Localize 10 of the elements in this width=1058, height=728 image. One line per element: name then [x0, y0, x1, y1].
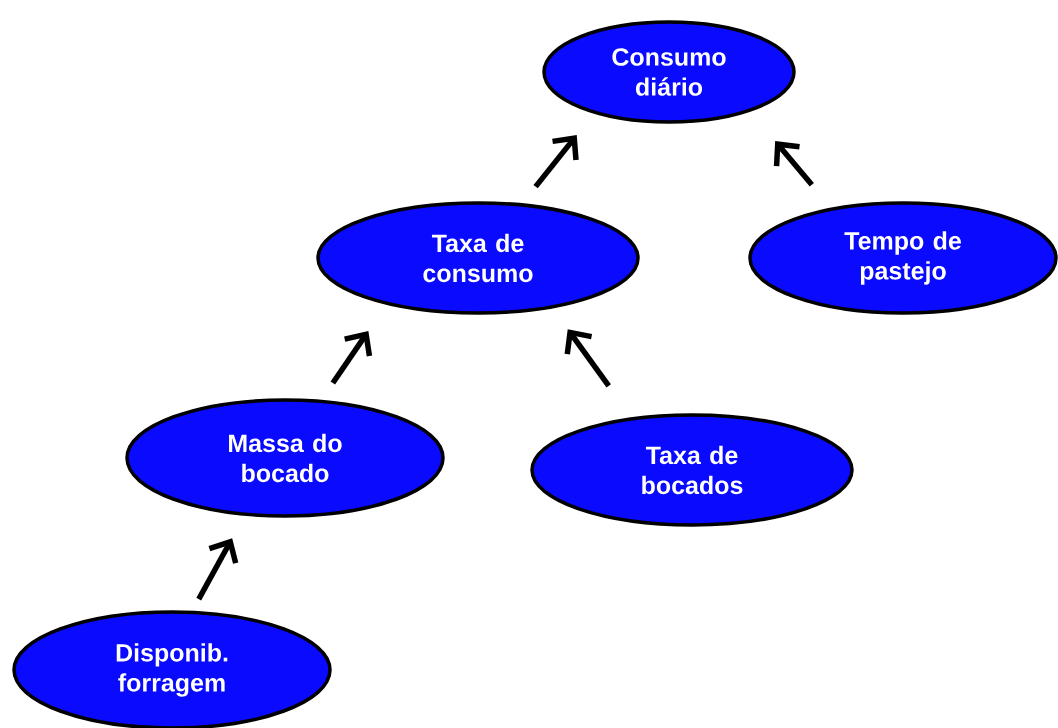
- ellipse-node: Taxa de consumo: [316, 201, 640, 315]
- arrow: [773, 141, 814, 187]
- arrow: [533, 135, 579, 189]
- ellipse-node: Tempo de pastejo: [748, 201, 1058, 315]
- ellipse-node: Disponib. forragem: [12, 610, 332, 728]
- ellipse-node: Massa do bocado: [125, 398, 445, 518]
- arrow: [196, 538, 239, 601]
- ellipse-node: Consumo diário: [542, 20, 796, 124]
- ellipse-node: Taxa de bocados: [530, 413, 854, 527]
- arrow: [564, 329, 611, 388]
